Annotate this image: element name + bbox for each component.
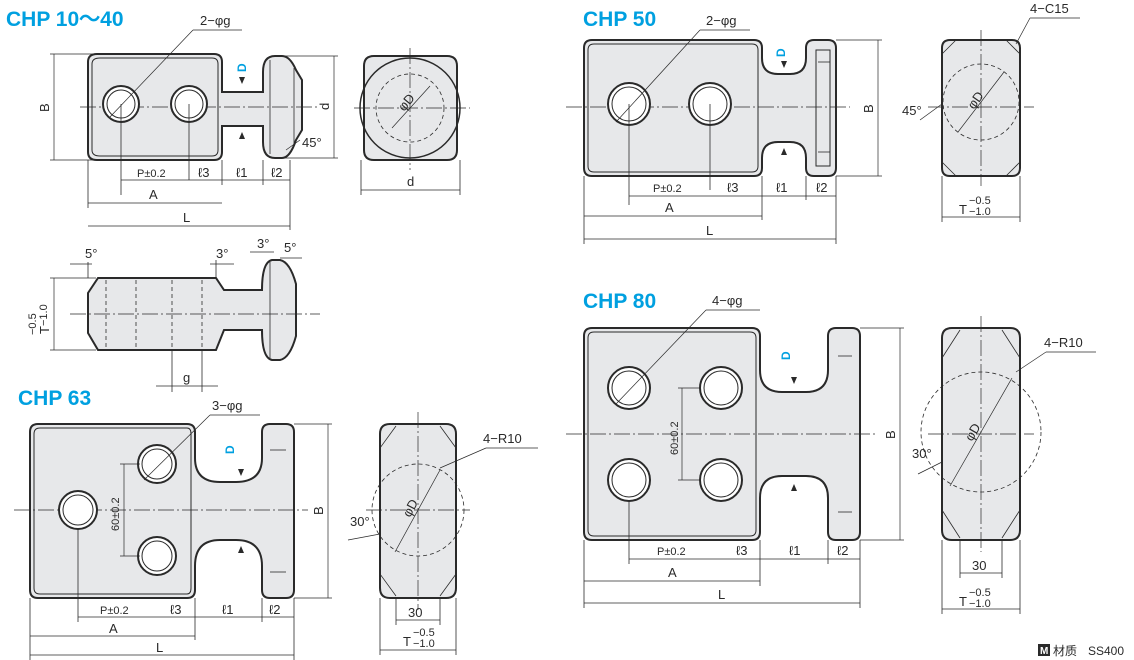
label-B-c: B bbox=[311, 506, 326, 515]
material-value: SS400 bbox=[1088, 644, 1124, 658]
title-chp10-40: CHP 10～40 bbox=[6, 8, 124, 31]
label-T-c: T bbox=[403, 634, 411, 649]
label-A-a: A bbox=[149, 187, 158, 202]
label-30deg-c: 30° bbox=[350, 514, 370, 529]
chp50-end-view: φD 4−C15 45° T −0.5 −1.0 bbox=[902, 1, 1080, 222]
label-phiD-c: φD bbox=[399, 497, 421, 520]
chp63-front-view: CHP 63 3−φg D 60±0.2 B P±0.2 ℓ3 ℓ1 ℓ2 A bbox=[14, 387, 332, 660]
label-B-b: B bbox=[861, 104, 876, 113]
chp63-end-view: φD 4−R10 30° 30 T −0.5 −1.0 bbox=[347, 412, 538, 655]
chp10-40-end-view: φD d bbox=[354, 48, 470, 195]
label-45deg-a: 45° bbox=[302, 135, 322, 150]
label-l3-a: ℓ3 bbox=[198, 165, 209, 180]
label-l1-a: ℓ1 bbox=[236, 165, 247, 180]
label-T-tol-lo-b: −1.0 bbox=[969, 206, 991, 218]
label-3deg-mid: 3° bbox=[216, 246, 228, 261]
label-L-d: L bbox=[718, 587, 725, 602]
label-l3-d: ℓ3 bbox=[736, 543, 747, 558]
title-chp63: CHP 63 bbox=[18, 387, 91, 410]
material-label: 材质 bbox=[1053, 644, 1077, 658]
material-badge-box bbox=[1038, 644, 1050, 656]
label-4-R10-c: 4−R10 bbox=[483, 431, 522, 446]
label-g: g bbox=[183, 370, 190, 385]
label-30deg-d: 30° bbox=[912, 446, 932, 461]
label-30-d: 30 bbox=[972, 558, 986, 573]
label-A-d: A bbox=[668, 565, 677, 580]
label-4-C15: 4−C15 bbox=[1030, 1, 1069, 16]
label-D-arrow-a: D bbox=[235, 63, 249, 72]
chp80-front-view: CHP 80 4−φg D 60±0.2 B P±0.2 ℓ3 ℓ1 ℓ2 bbox=[566, 290, 904, 608]
chp10-40-side-view: 5° 3° 3° 5° T −0.5 −1.0 g bbox=[27, 236, 320, 392]
material-badge: M bbox=[1040, 646, 1048, 657]
label-T-b: T bbox=[959, 202, 967, 217]
label-d-b: d bbox=[407, 174, 414, 189]
label-5deg-left: 5° bbox=[85, 246, 97, 261]
label-l2-b: ℓ2 bbox=[816, 180, 827, 195]
label-P-a: P±0.2 bbox=[137, 168, 166, 180]
label-T-tol-up-d: −0.5 bbox=[969, 587, 991, 599]
title-chp80: CHP 80 bbox=[583, 290, 656, 313]
label-45deg-b: 45° bbox=[902, 103, 922, 118]
label-A-c: A bbox=[109, 621, 118, 636]
label-B-d: B bbox=[883, 430, 898, 439]
label-T-tol-lo-d: −1.0 bbox=[969, 598, 991, 610]
label-l3-c: ℓ3 bbox=[170, 602, 181, 617]
label-l1-d: ℓ1 bbox=[789, 543, 800, 558]
label-B-a: B bbox=[37, 103, 52, 112]
label-2-phig-b: 2−φg bbox=[706, 13, 736, 28]
label-T-tol-lo-a: −1.0 bbox=[38, 304, 50, 326]
label-30-c: 30 bbox=[408, 605, 422, 620]
label-T-tol-up-a: −0.5 bbox=[27, 313, 39, 335]
chp10-40-front-view: CHP 10～40 2−φg D B d 45° bbox=[6, 8, 338, 230]
label-T-a: T bbox=[37, 326, 52, 334]
material-note: M 材质 SS400 bbox=[1038, 644, 1124, 658]
label-4-R10-d: 4−R10 bbox=[1044, 335, 1083, 350]
label-L-c: L bbox=[156, 640, 163, 655]
label-L-a: L bbox=[183, 210, 190, 225]
label-D-arrow-b: D bbox=[774, 48, 788, 57]
label-2-phig-a: 2−φg bbox=[200, 13, 230, 28]
label-T-tol-lo-c: −1.0 bbox=[413, 638, 435, 650]
label-D-arrow-d: D bbox=[779, 351, 793, 360]
chp80-end-view: φD 4−R10 30° 30 T −0.5 −1.0 bbox=[912, 316, 1096, 614]
label-3deg-right: 3° bbox=[257, 236, 269, 251]
label-P-d: P±0.2 bbox=[657, 546, 686, 558]
label-d-a: d bbox=[317, 103, 332, 110]
label-5deg-right: 5° bbox=[284, 240, 296, 255]
label-T-d: T bbox=[959, 594, 967, 609]
label-l1-b: ℓ1 bbox=[776, 180, 787, 195]
label-4-phig: 4−φg bbox=[712, 293, 742, 308]
chp50-front-view: CHP 50 2−φg D B P±0.2 ℓ3 ℓ1 ℓ2 A L bbox=[566, 8, 882, 244]
label-T-tol-up-c: −0.5 bbox=[413, 627, 435, 639]
label-60-pitch-c: 60±0.2 bbox=[110, 497, 122, 531]
label-P-c: P±0.2 bbox=[100, 605, 129, 617]
label-D-arrow-c: D bbox=[223, 445, 237, 454]
label-A-b: A bbox=[665, 200, 674, 215]
label-l2-a: ℓ2 bbox=[271, 165, 282, 180]
label-L-b: L bbox=[706, 223, 713, 238]
title-chp50: CHP 50 bbox=[583, 8, 656, 31]
label-l1-c: ℓ1 bbox=[222, 602, 233, 617]
label-3-phig: 3−φg bbox=[212, 398, 242, 413]
label-60-pitch-d: 60±0.2 bbox=[669, 421, 681, 455]
label-T-tol-up-b: −0.5 bbox=[969, 195, 991, 207]
label-l3-b: ℓ3 bbox=[727, 180, 738, 195]
label-l2-d: ℓ2 bbox=[837, 543, 848, 558]
label-P-b: P±0.2 bbox=[653, 183, 682, 195]
label-l2-c: ℓ2 bbox=[269, 602, 280, 617]
